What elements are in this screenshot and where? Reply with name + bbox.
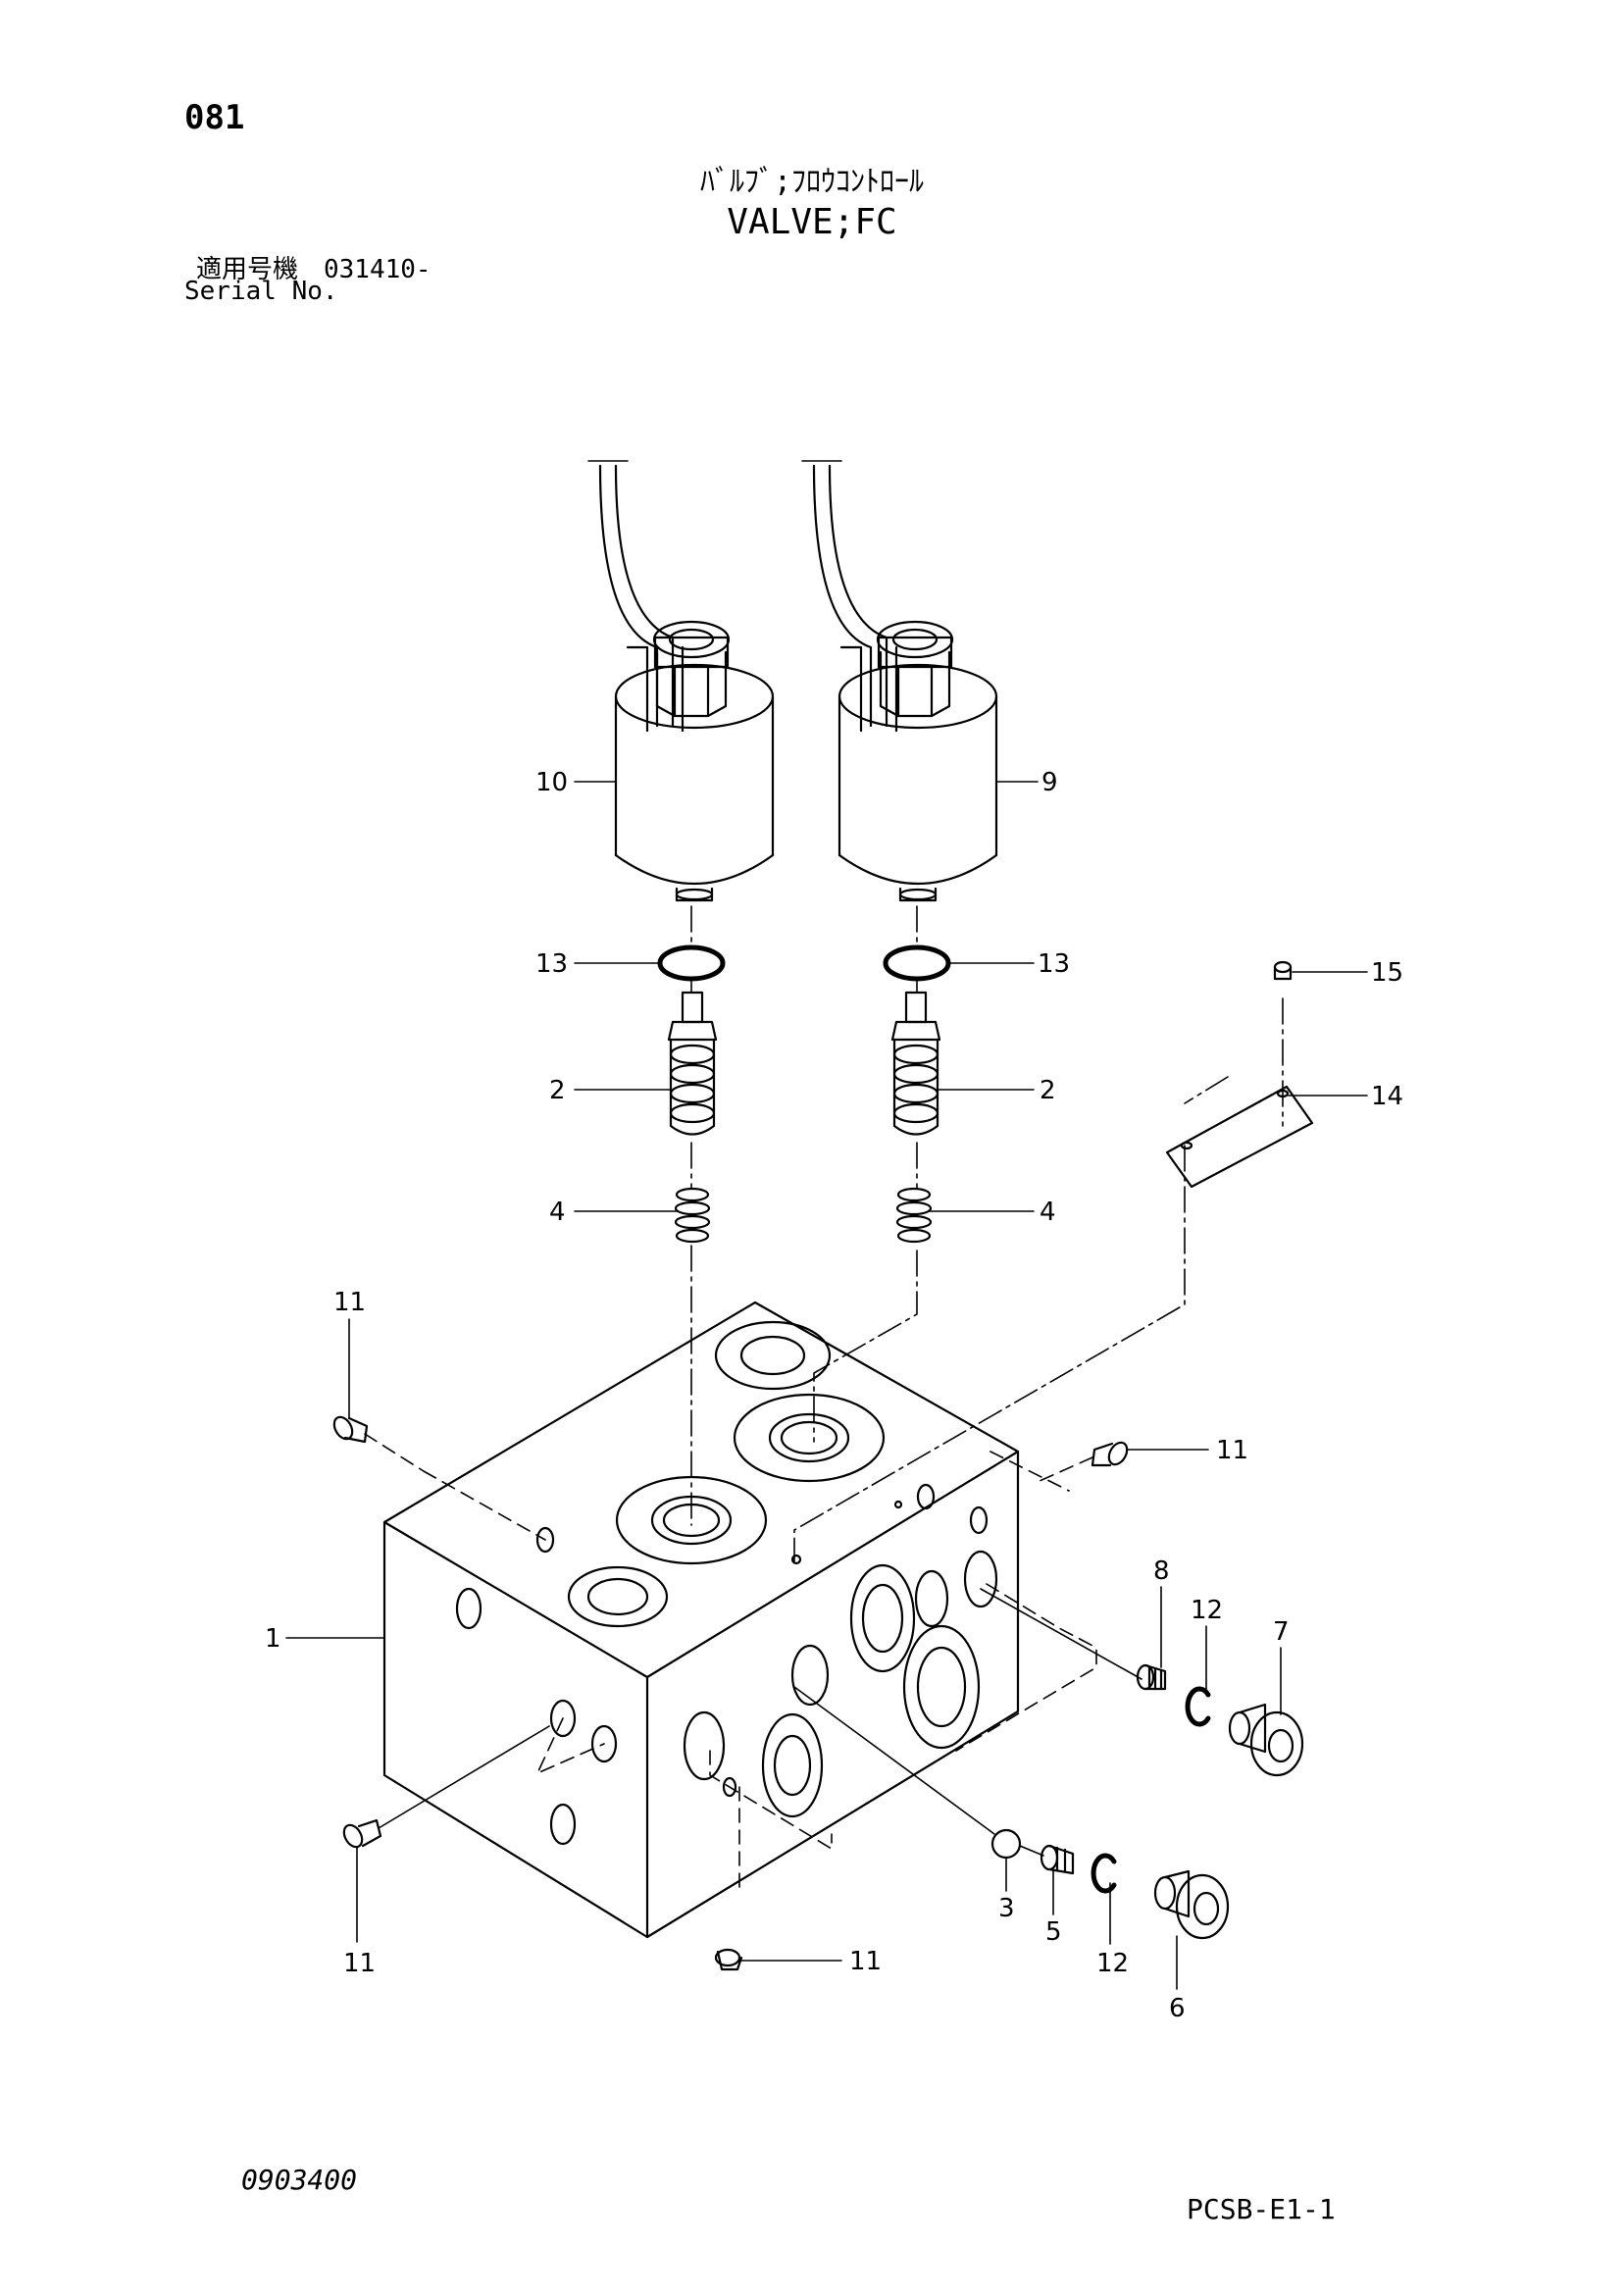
callout-11-bottom: 11 [849, 1947, 882, 1976]
snap-ring-upper [1185, 1686, 1211, 1727]
assembly-center-lines [690, 905, 1284, 1562]
callout-11-lower-left: 11 [343, 1949, 376, 1978]
callout-11-upper-left: 11 [333, 1288, 366, 1317]
callout-labels: 10 9 13 13 15 2 2 14 4 4 11 11 1 8 12 7 … [265, 768, 1403, 2023]
solenoid-coil-left [587, 460, 775, 902]
callout-13-right: 13 [1038, 949, 1070, 979]
page-number: 081 [184, 98, 245, 137]
screw-upper-right [1039, 1441, 1129, 1482]
callout-13-left: 13 [535, 949, 568, 979]
screw-lower-left [342, 1725, 550, 1849]
solenoid-coil-right [801, 460, 998, 902]
bracket-plate [1165, 1085, 1314, 1189]
callout-6: 6 [1169, 1994, 1186, 2023]
part-assembly-lines [793, 1588, 1142, 1857]
callout-12-upper: 12 [1191, 1596, 1223, 1625]
callout-1: 1 [265, 1624, 281, 1654]
plug-6 [1153, 1869, 1230, 1940]
spring-left [674, 1187, 711, 1244]
steel-ball [990, 1828, 1022, 1860]
callout-8: 8 [1153, 1556, 1170, 1586]
document-code: 0903400 [241, 2164, 358, 2196]
callout-9: 9 [1041, 768, 1058, 797]
screw-upper-left [332, 1415, 425, 1472]
callout-11-upper-right: 11 [1216, 1436, 1248, 1465]
callout-3: 3 [998, 1894, 1015, 1923]
callout-2-right: 2 [1040, 1076, 1056, 1105]
valve-body [382, 1301, 1020, 1939]
page-code: PCSB-E1-1 [1187, 2193, 1336, 2225]
plug-small-8 [1136, 1663, 1167, 1691]
plug-7 [1228, 1703, 1304, 1777]
o-ring-left [657, 944, 726, 982]
pin [1273, 960, 1293, 981]
callout-14: 14 [1371, 1082, 1403, 1111]
title-english: VALVE;FC [727, 202, 897, 242]
title-japanese: ﾊﾞﾙﾌﾞ;ﾌﾛｳｺﾝﾄﾛｰﾙ [699, 165, 925, 199]
snap-ring-lower [1091, 1853, 1117, 1894]
callout-2-left: 2 [549, 1076, 566, 1105]
callout-7: 7 [1273, 1617, 1290, 1647]
callout-12-lower: 12 [1096, 1949, 1129, 1978]
callout-4-left: 4 [549, 1198, 566, 1227]
screw-bottom [714, 1948, 743, 1971]
hidden-port-lines [423, 1451, 1097, 1894]
callout-4-right: 4 [1040, 1198, 1056, 1227]
spring-5 [1040, 1844, 1075, 1875]
serial-label-english: Serial No. [184, 277, 338, 306]
spool-left [667, 991, 718, 1136]
callout-15: 15 [1371, 958, 1403, 988]
o-ring-right [883, 944, 951, 982]
leader-lines [285, 781, 1368, 1990]
spring-right [895, 1187, 933, 1244]
serial-label-japanese: 適用号機 031410- [196, 255, 431, 284]
callout-10: 10 [535, 768, 568, 797]
spool-right [890, 991, 941, 1136]
callout-5: 5 [1045, 1917, 1062, 1947]
